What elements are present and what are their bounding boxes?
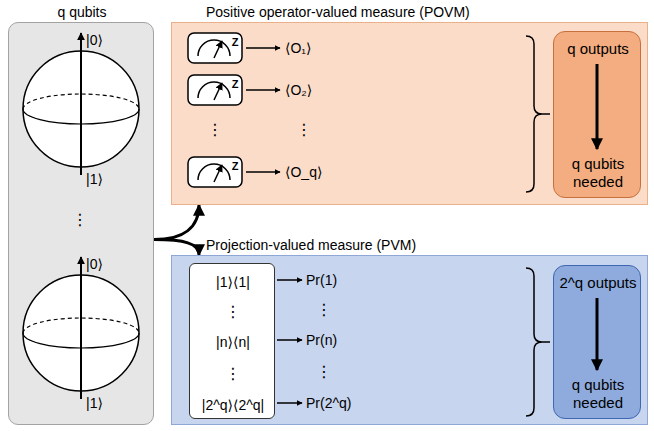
ellipsis: ⋮	[225, 302, 241, 321]
measurement-meter	[188, 33, 242, 63]
curly-brace	[526, 36, 550, 192]
panel-heading: Positive operator-valued measure (POVM)	[206, 4, 470, 21]
expectation-value: ⟨O₂⟩	[285, 82, 312, 99]
z-axis	[80, 33, 82, 175]
ellipsis: ⋮	[316, 362, 332, 381]
probability: Pr(1)	[306, 272, 337, 289]
box-text: 2^q outputs	[558, 274, 638, 292]
box-text: q qubits needed	[558, 376, 638, 412]
basis-label: Z	[232, 36, 239, 49]
basis-state: |0⟩	[86, 32, 103, 49]
projector: |n⟩⟨n|	[216, 334, 250, 351]
projector: |1⟩⟨1|	[216, 274, 250, 291]
bloch-sphere: |0⟩ |1⟩	[19, 253, 143, 413]
ellipsis: ⋮	[225, 364, 241, 383]
bloch-sphere-outline	[19, 29, 143, 189]
probability: Pr(n)	[306, 332, 337, 349]
probability: Pr(2^q)	[306, 395, 351, 412]
bloch-sphere-outline	[19, 253, 143, 413]
ellipsis: ⋮	[72, 210, 88, 229]
measurement-meter	[188, 75, 242, 105]
box-text: q outputs	[558, 40, 638, 58]
implies-arrow	[596, 64, 599, 149]
basis-state: |0⟩	[86, 256, 103, 273]
projector-box: |1⟩⟨1| ⋮ |n⟩⟨n| ⋮ |2^q⟩⟨2^q|	[189, 263, 275, 419]
expectation-value: ⟨O₁⟩	[285, 40, 312, 57]
basis-label: Z	[232, 78, 239, 91]
panel-heading: q qubits	[57, 4, 106, 21]
panel-heading: Projection-valued measure (PVM)	[206, 237, 416, 254]
implies-arrow	[596, 298, 599, 370]
ellipsis: ⋮	[316, 300, 332, 319]
basis-label: Z	[232, 160, 239, 173]
bloch-sphere: |0⟩ |1⟩	[19, 29, 143, 189]
z-axis	[80, 257, 82, 399]
box-text: q qubits needed	[558, 155, 638, 191]
output-arrow	[246, 48, 302, 403]
basis-state: |1⟩	[86, 171, 103, 188]
pvm-panel: Projection-valued measure (PVM)|1⟩⟨1|⋮|n…	[171, 255, 648, 425]
measurement-meter	[188, 157, 242, 187]
ellipsis: ⋮	[296, 120, 312, 139]
basis-state: |1⟩	[86, 395, 103, 412]
expectation-value: ⟨O_q⟩	[285, 164, 322, 181]
flow-arrow	[154, 240, 199, 255]
projector: |2^q⟩⟨2^q|	[202, 397, 264, 414]
flow-arrow	[154, 205, 199, 240]
curly-brace	[526, 268, 550, 416]
ellipsis: ⋮	[207, 120, 223, 139]
